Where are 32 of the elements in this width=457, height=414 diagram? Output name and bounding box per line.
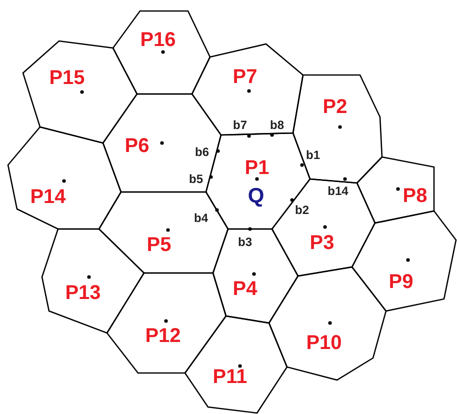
cell-label: P16 (140, 30, 176, 50)
cell-label: P2 (322, 97, 348, 117)
voronoi-cell (192, 44, 303, 135)
cell-label: P3 (310, 233, 334, 253)
cell-label: P15 (49, 68, 85, 88)
boundary-point-label: b8 (270, 119, 284, 131)
query-point-label: Q (248, 186, 264, 206)
voronoi-cell (8, 127, 121, 229)
boundary-point-label: b6 (195, 146, 209, 158)
voronoi-cell (42, 229, 144, 333)
cell-label: P8 (402, 186, 428, 206)
voronoi-cell (269, 267, 386, 380)
cell-label: P7 (232, 67, 258, 87)
boundary-point-label: b14 (328, 185, 348, 197)
cell-label: P14 (30, 187, 66, 207)
cell-label: P1 (244, 158, 270, 178)
boundary-point-label: b4 (194, 212, 208, 224)
boundary-point-label: b3 (238, 236, 252, 248)
cell-label: P10 (306, 333, 342, 353)
cell-label: P13 (65, 283, 101, 303)
cell-label: P5 (146, 235, 172, 255)
cell-label: P4 (232, 279, 258, 299)
cell-label: P11 (212, 367, 248, 387)
cell-label: P9 (388, 272, 414, 292)
voronoi-cell (352, 211, 456, 311)
cell-label: P6 (124, 136, 150, 156)
voronoi-cell (185, 316, 287, 413)
boundary-point-label: b2 (295, 204, 309, 216)
cell-label: P12 (145, 326, 181, 346)
boundary-point-label: b7 (233, 119, 247, 131)
boundary-point-label: b5 (189, 173, 203, 185)
boundary-point-label: b1 (306, 149, 320, 161)
